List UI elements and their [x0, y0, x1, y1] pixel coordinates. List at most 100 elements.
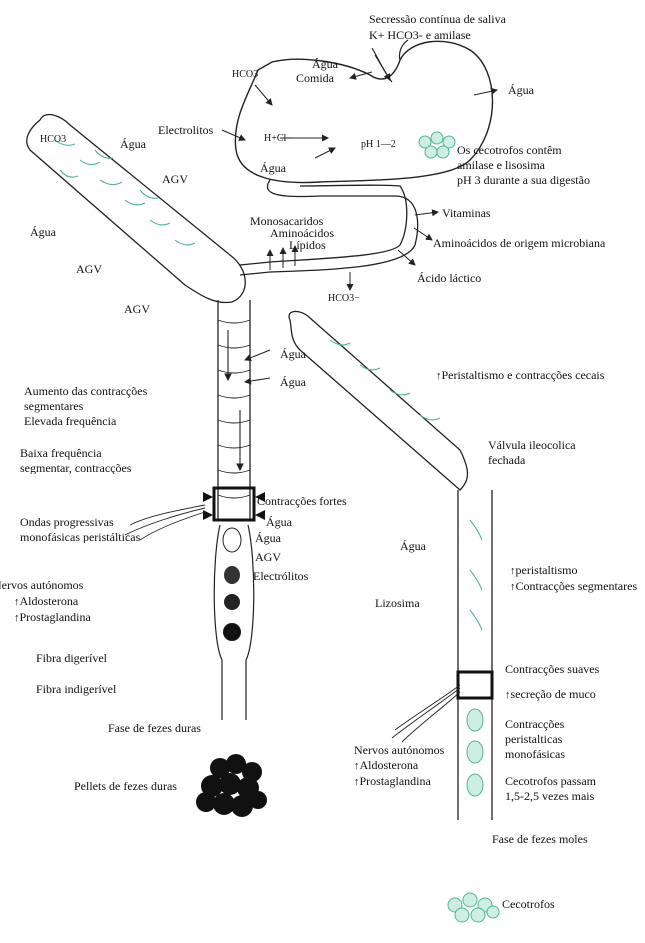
aumento-label-1: Aumento das contracções	[24, 384, 148, 398]
lipidos-label: Lípidos	[289, 238, 326, 252]
cecum-agua-top: Água	[120, 137, 146, 151]
baixa-label-2: segmentar, contracções	[20, 461, 132, 474]
nerves-left	[124, 504, 206, 541]
cecum-agv-2: AGV	[76, 262, 102, 276]
hard-feces-pile	[196, 754, 267, 817]
colon-electrolitos: Electrólitos	[253, 569, 309, 583]
electrolitos-top-label: Electrolitos	[158, 123, 214, 137]
colon-right-vertical	[457, 490, 493, 820]
cecum-agv-3: AGV	[124, 302, 150, 316]
valvula-label-1: Válvula ileocolica	[488, 438, 576, 452]
comida-label: Comida	[296, 71, 334, 85]
cecotrophs-chain	[466, 708, 484, 797]
prostaglandina-left-label: ↑Prostaglandina	[14, 610, 91, 625]
nervos-left-label: Nervos autónomos	[0, 578, 84, 592]
cecum-agua-left: Água	[30, 225, 56, 239]
up-arrow-icon: ↑	[436, 370, 442, 382]
contraccoes-peristalticas-1: Contracções	[505, 717, 565, 731]
up-arrow-icon: ↑	[505, 689, 511, 701]
up-arrow-icon: ↑	[14, 612, 20, 624]
small-intestine-outer	[239, 179, 419, 276]
secrecao-muco-text: secreção de muco	[510, 687, 596, 701]
peristaltismo-cecal-label: ↑Peristaltismo e contracções cecais	[436, 368, 604, 383]
valvula-label-2: fechada	[488, 453, 526, 467]
fase-fezes-duras-label: Fase de fezes duras	[108, 721, 201, 735]
cecum-agv-1: AGV	[162, 172, 188, 186]
saliva-label-2: K+ HCO3- e amilase	[369, 28, 471, 42]
colon-agua-2: Água	[280, 375, 306, 389]
hco3-cecum-label: HCO3	[40, 134, 67, 145]
fibra-indigeravel-label: Fibra indigerível	[36, 682, 117, 696]
up-arrow-icon: ↑	[354, 760, 360, 772]
stomach-cecotrophs	[418, 131, 456, 159]
hco3-stomach-label: HCO3	[232, 69, 259, 80]
colon-agua-4: Água	[255, 531, 281, 545]
secrecao-muco-label: ↑secreção de muco	[505, 687, 596, 702]
right-agua-label: Água	[400, 539, 426, 553]
ph-label: pH 1—2	[361, 139, 396, 150]
contraccoes-peristalticas-3: monofásicas	[505, 747, 565, 761]
cecotrofos-bottom-label: Cecotrofos	[502, 897, 555, 911]
cecotrophs-cluster	[447, 892, 500, 923]
cecotrofos-note-1: Os cecotrofos contêm	[457, 143, 562, 157]
aumento-label-3: Elevada frequência	[24, 414, 117, 428]
cecotrofos-note-3: pH 3 durante a sua digestão	[457, 173, 590, 187]
colon-agv: AGV	[255, 550, 281, 564]
hco3-intestine-label: HCO3−	[328, 293, 360, 304]
cecotrofos-passam-2: 1,5-2,5 vezes mais	[505, 789, 595, 802]
sphincter-right	[456, 670, 494, 700]
peristaltismo-cecal-text: Peristaltismo e contracções cecais	[441, 368, 605, 382]
annotation-arrows	[221, 54, 498, 385]
contraccoes-fortes-label: Contracções fortes	[257, 494, 347, 508]
cecotrofos-passam-1: Cecotrofos passam	[505, 774, 596, 788]
peristaltismo-right-label: ↑peristaltismo	[510, 563, 578, 578]
stomach-outline	[234, 40, 494, 184]
colon-agua-3: Água	[266, 515, 292, 529]
aldosterona-right-text: Aldosterona	[359, 758, 419, 772]
colon-left-outline	[217, 300, 251, 520]
pellet-2	[224, 566, 240, 584]
up-arrow-icon: ↑	[14, 596, 20, 608]
aldosterona-left-text: Aldosterona	[19, 594, 79, 608]
contraccoes-segmentares-right-text: Contracções segmentares	[515, 579, 638, 593]
ondas-label-2: monofásicas peristálticas	[20, 530, 141, 543]
colon-left-down-arrows	[224, 330, 244, 472]
nervos-right-label: Nervos autónomos	[354, 743, 445, 757]
hcl-label: H+Cl−	[264, 133, 292, 144]
colon-left-segments	[217, 319, 251, 499]
up-arrow-icon: ↑	[510, 581, 516, 593]
contraccoes-segmentares-right-label: ↑Contracções segmentares	[510, 579, 637, 594]
aldosterona-left-label: ↑Aldosterona	[14, 594, 78, 609]
contraccoes-suaves-label: Contracções suaves	[505, 662, 600, 676]
prostaglandina-left-text: Prostaglandina	[19, 610, 91, 624]
monosacaridos-label: Monosacaridos	[250, 214, 324, 228]
pellets-label: Pellets de fezes duras	[74, 779, 177, 793]
lizosima-label: Lizosima	[375, 596, 420, 610]
ondas-label-1: Ondas progressivas	[20, 515, 114, 529]
baixa-label-1: Baixa frequência	[20, 446, 102, 460]
contraccoes-peristalticas-2: peristalticas	[505, 732, 563, 746]
stomach-agua-left: Água	[312, 57, 338, 71]
peristaltismo-right-text: peristaltismo	[515, 563, 578, 577]
prostaglandina-right-label: ↑Prostaglandina	[354, 774, 431, 789]
fase-fezes-moles-label: Fase de fezes moles	[492, 832, 588, 846]
pellet-1	[222, 527, 242, 553]
aminoacidos-microbiana-label: Aminoácidos de origem microbiana	[433, 236, 606, 250]
cecotrofos-note-2: amilase e lisosima	[457, 158, 545, 172]
saliva-label-1: Secressão contínua de saliva	[369, 12, 506, 26]
nerves-right	[391, 684, 461, 743]
vitaminas-label: Vitaminas	[442, 206, 491, 220]
aminoacidos-label: Aminoácidos	[270, 226, 334, 240]
aumento-label-2: segmentares	[24, 399, 84, 413]
pellet-4	[223, 623, 241, 641]
stomach-agua-bottom: Água	[260, 161, 286, 175]
acido-lactico-label: Ácido láctico	[417, 271, 482, 285]
rectum-left-outline	[213, 524, 255, 720]
stomach-agua-right: Água	[508, 83, 534, 97]
colon-agua-1: Água	[280, 347, 306, 361]
pellet-3	[224, 594, 240, 610]
colon-right-outline	[288, 310, 469, 491]
small-intestine-inner	[239, 184, 408, 266]
